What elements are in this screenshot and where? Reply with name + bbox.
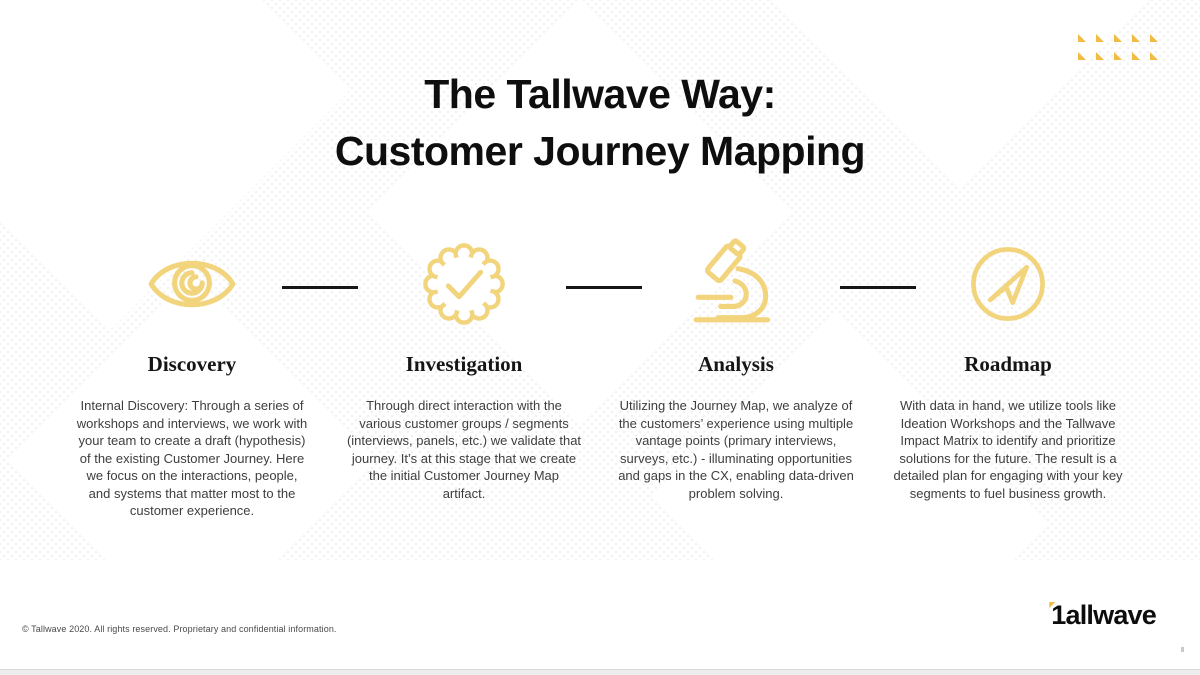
stage-title: Roadmap: [964, 352, 1052, 376]
stage-column-investigation: Investigation Through direct interaction…: [342, 238, 586, 520]
deco-triangle: [1078, 52, 1086, 60]
deco-triangle: [1132, 34, 1140, 42]
deco-triangle: [1114, 34, 1122, 42]
deco-triangle: [1114, 52, 1122, 60]
tallwave-logo-mark-glyph: 1: [1051, 600, 1066, 630]
deco-triangle: [1096, 34, 1104, 42]
deco-triangle-grid: [1078, 34, 1164, 60]
eye-icon: [70, 238, 314, 330]
slide-title: The Tallwave Way: Customer Journey Mappi…: [0, 66, 1200, 180]
halftone-dot-texture: [0, 0, 1200, 560]
stage-description: Utilizing the Journey Map, we analyze of…: [618, 398, 854, 501]
stage-connector-line: [840, 286, 916, 289]
stage-title: Discovery: [147, 352, 237, 376]
stages-row: Discovery Internal Discovery: Through a …: [70, 238, 1130, 520]
stage-connector-line: [566, 286, 642, 289]
page-artifact-speck: [1181, 647, 1184, 652]
deco-triangle: [1096, 52, 1104, 60]
tallwave-logo-text: allwave: [1065, 600, 1157, 630]
slide-title-line2: Customer Journey Mapping: [334, 128, 866, 174]
stage-column-roadmap: Roadmap With data in hand, we utilize to…: [886, 238, 1130, 520]
stage-title: Investigation: [405, 352, 523, 376]
deco-triangle: [1132, 52, 1140, 60]
stage-title: Analysis: [698, 352, 774, 376]
deco-triangle: [1078, 34, 1086, 42]
tallwave-logo-mark: 1: [1049, 600, 1066, 630]
bottom-edge-strip: [0, 669, 1200, 675]
stage-column-discovery: Discovery Internal Discovery: Through a …: [70, 238, 314, 520]
stage-column-analysis: Analysis Utilizing the Journey Map, we a…: [614, 238, 858, 520]
stage-connector-line: [282, 286, 358, 289]
stage-description: Internal Discovery: Through a series of …: [76, 398, 308, 518]
send-arrow-icon: [886, 238, 1130, 330]
badge-check-icon: [342, 238, 586, 330]
microscope-icon: [614, 238, 858, 330]
stage-description: Through direct interaction with the vari…: [346, 398, 582, 501]
copyright-notice: © Tallwave 2020. All rights reserved. Pr…: [22, 624, 337, 634]
slide-title-line1: The Tallwave Way:: [424, 71, 776, 117]
stage-description: With data in hand, we utilize tools like…: [893, 398, 1123, 501]
logo-accent-triangle: [1049, 602, 1056, 608]
deco-triangle: [1150, 52, 1158, 60]
deco-triangle: [1150, 34, 1158, 42]
tallwave-logo: 1 allwave: [1049, 600, 1157, 630]
